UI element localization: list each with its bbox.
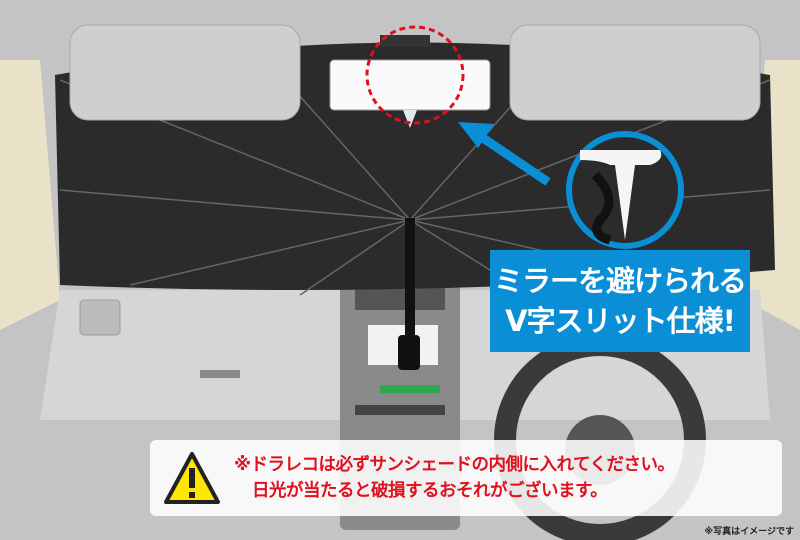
callout-line-1: ミラーを避けられる (493, 264, 747, 298)
left-window (0, 60, 60, 330)
umbrella-handle (405, 218, 415, 338)
arrow-icon (458, 122, 551, 186)
left-sun-visor (69, 24, 301, 121)
right-sun-visor (509, 24, 761, 121)
v-slit-callout: ミラーを避けられる V字スリット仕様! (490, 250, 750, 352)
warning-box: ※ドラレコは必ずサンシェードの内側に入れてください。 日光が当たると破損するおそ… (150, 440, 782, 516)
slit-detail-inset (566, 131, 684, 249)
rearview-mirror (329, 59, 491, 111)
warning-line-1: ※ドラレコは必ずサンシェードの内側に入れてください。 (234, 455, 675, 475)
mirror-highlight-circle (365, 25, 465, 125)
callout-line-2: V字スリット仕様! (505, 304, 736, 338)
image-note: ※写真はイメージです (704, 527, 794, 537)
warning-line-2: 日光が当たると破損するおそれがございます。 (252, 481, 608, 501)
warning-triangle-icon (164, 452, 220, 504)
